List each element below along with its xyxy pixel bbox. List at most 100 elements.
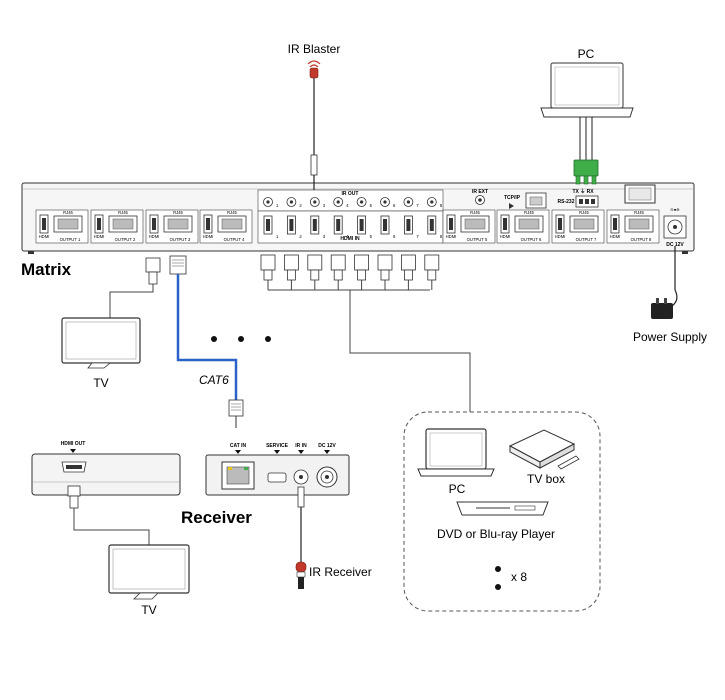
- hdmi-label: HDMI: [149, 234, 160, 239]
- input-hdmi-plug: [377, 254, 393, 290]
- hdmi-label: HDMI: [39, 234, 50, 239]
- tv-left-label: TV: [93, 376, 108, 390]
- output-label: OUTPUT 5: [467, 237, 488, 242]
- rj45-label: RJ45: [173, 210, 183, 215]
- hdmi-label: HDMI: [500, 234, 511, 239]
- power-switch: [624, 184, 656, 204]
- ir-ext-label: IR EXT: [472, 189, 488, 195]
- cat6-label: CAT6: [199, 373, 229, 387]
- output-label: OUTPUT 8: [631, 237, 652, 242]
- rj45-label: RJ45: [63, 210, 73, 215]
- hdmi-in-number: 3: [323, 234, 326, 239]
- cat-in-label: CAT IN: [230, 443, 247, 449]
- pc-source-label: PC: [449, 482, 466, 496]
- output-label: OUTPUT 2: [115, 237, 136, 242]
- power-supply: Power Supply: [633, 246, 707, 344]
- ir-receiver: IR Receiver: [295, 486, 372, 589]
- tcp-ip-port: TCP/IP: [504, 192, 547, 209]
- cat6-cable: CAT6: [169, 255, 244, 428]
- hdmi-out-label: HDMI OUT: [61, 441, 86, 447]
- ir-out-number: 8: [440, 203, 443, 208]
- hdmi-in-number: 5: [370, 234, 373, 239]
- ir-out-label: IR OUT: [342, 191, 359, 197]
- pc-top-label: PC: [578, 47, 595, 61]
- svg-text:⊖●⊕: ⊖●⊕: [670, 207, 680, 212]
- ir-out-block: IR OUT 1 2 3 4 5 6 7 8: [257, 189, 444, 212]
- output-label: OUTPUT 3: [170, 237, 191, 242]
- ir-out-number: 5: [370, 203, 373, 208]
- hdmi-in-number: 1: [276, 234, 279, 239]
- input-hdmi-plug: [260, 254, 276, 290]
- tv-box-label: TV box: [527, 472, 565, 486]
- input-hdmi-cables: [260, 254, 440, 290]
- output-label: OUTPUT 1: [60, 237, 81, 242]
- input-hdmi-plug: [400, 254, 416, 290]
- rs232-port: TX ⏚ RX RS-232: [558, 188, 599, 208]
- hdmi-label: HDMI: [94, 234, 105, 239]
- input-hdmi-plug: [424, 254, 440, 290]
- hdmi-in-number: 2: [299, 234, 302, 239]
- receiver-unit: CAT IN SERVICE IR IN DC 12V Receiver: [181, 443, 350, 527]
- ir-out-number: 3: [323, 203, 326, 208]
- tv-left: TV: [61, 317, 141, 390]
- hdmi-in-label: HDMI IN: [340, 236, 360, 242]
- tv-bottom-label: TV: [141, 603, 156, 617]
- receiver-label: Receiver: [181, 508, 252, 527]
- pc-control-laptop: PC: [540, 47, 634, 185]
- dvd-player: DVD or Blu-ray Player: [437, 501, 555, 541]
- tx-rx-label: TX ⏚ RX: [572, 188, 594, 195]
- ir-out-number: 1: [276, 203, 279, 208]
- output-label: OUTPUT 7: [576, 237, 597, 242]
- ir-out-number: 4: [346, 203, 349, 208]
- rj45-label: RJ45: [579, 210, 589, 215]
- hdmi-label: HDMI: [610, 234, 621, 239]
- ellipsis-dots: [211, 336, 271, 342]
- hdmi-label: HDMI: [446, 234, 457, 239]
- rs232-label: RS-232: [558, 199, 575, 205]
- hdmi-in-number: 8: [440, 234, 443, 239]
- dvd-label: DVD or Blu-ray Player: [437, 527, 555, 541]
- input-hdmi-plug: [354, 254, 370, 290]
- output-label: OUTPUT 6: [521, 237, 542, 242]
- rj45-label: RJ45: [227, 210, 237, 215]
- hdmi-label: HDMI: [555, 234, 566, 239]
- input-hdmi-plug: [307, 254, 323, 290]
- hdmi-in-block: HDMI IN 1 2 3 4 5 6 7 8: [257, 210, 444, 244]
- ir-in-label: IR IN: [295, 443, 307, 449]
- dc12v-label: DC 12V: [666, 242, 684, 248]
- ir-out-number: 2: [299, 203, 302, 208]
- ir-out-number: 7: [416, 203, 419, 208]
- rj45-label: RJ45: [118, 210, 128, 215]
- tcp-ip-label: TCP/IP: [504, 195, 521, 201]
- receiver-dc12v-label: DC 12V: [318, 443, 336, 449]
- hdmi-label: HDMI: [203, 234, 214, 239]
- power-supply-label: Power Supply: [633, 330, 707, 344]
- ir-out-number: 6: [393, 203, 396, 208]
- tv-bottom: TV: [108, 544, 190, 617]
- more-sources: x 8: [495, 566, 527, 590]
- tv-box: TV box: [508, 429, 580, 486]
- hdmi-in-number: 4: [346, 234, 349, 239]
- hdmi-in-number: 6: [393, 234, 396, 239]
- rj45-label: RJ45: [524, 210, 534, 215]
- ir-receiver-label: IR Receiver: [309, 565, 372, 579]
- output1-hdmi-cable: [109, 257, 161, 318]
- terminal-block: [573, 159, 599, 185]
- rj45-label: RJ45: [470, 210, 480, 215]
- sources-group: PC TV box DVD or Blu-ray Player x 8: [403, 411, 601, 612]
- hdmi-in-number: 7: [416, 234, 419, 239]
- service-label: SERVICE: [266, 443, 289, 449]
- dc-power-port: ⊖●⊕ DC 12V: [663, 207, 687, 248]
- output-label: OUTPUT 4: [224, 237, 245, 242]
- matrix-label: Matrix: [21, 260, 72, 279]
- input-hdmi-plug: [283, 254, 299, 290]
